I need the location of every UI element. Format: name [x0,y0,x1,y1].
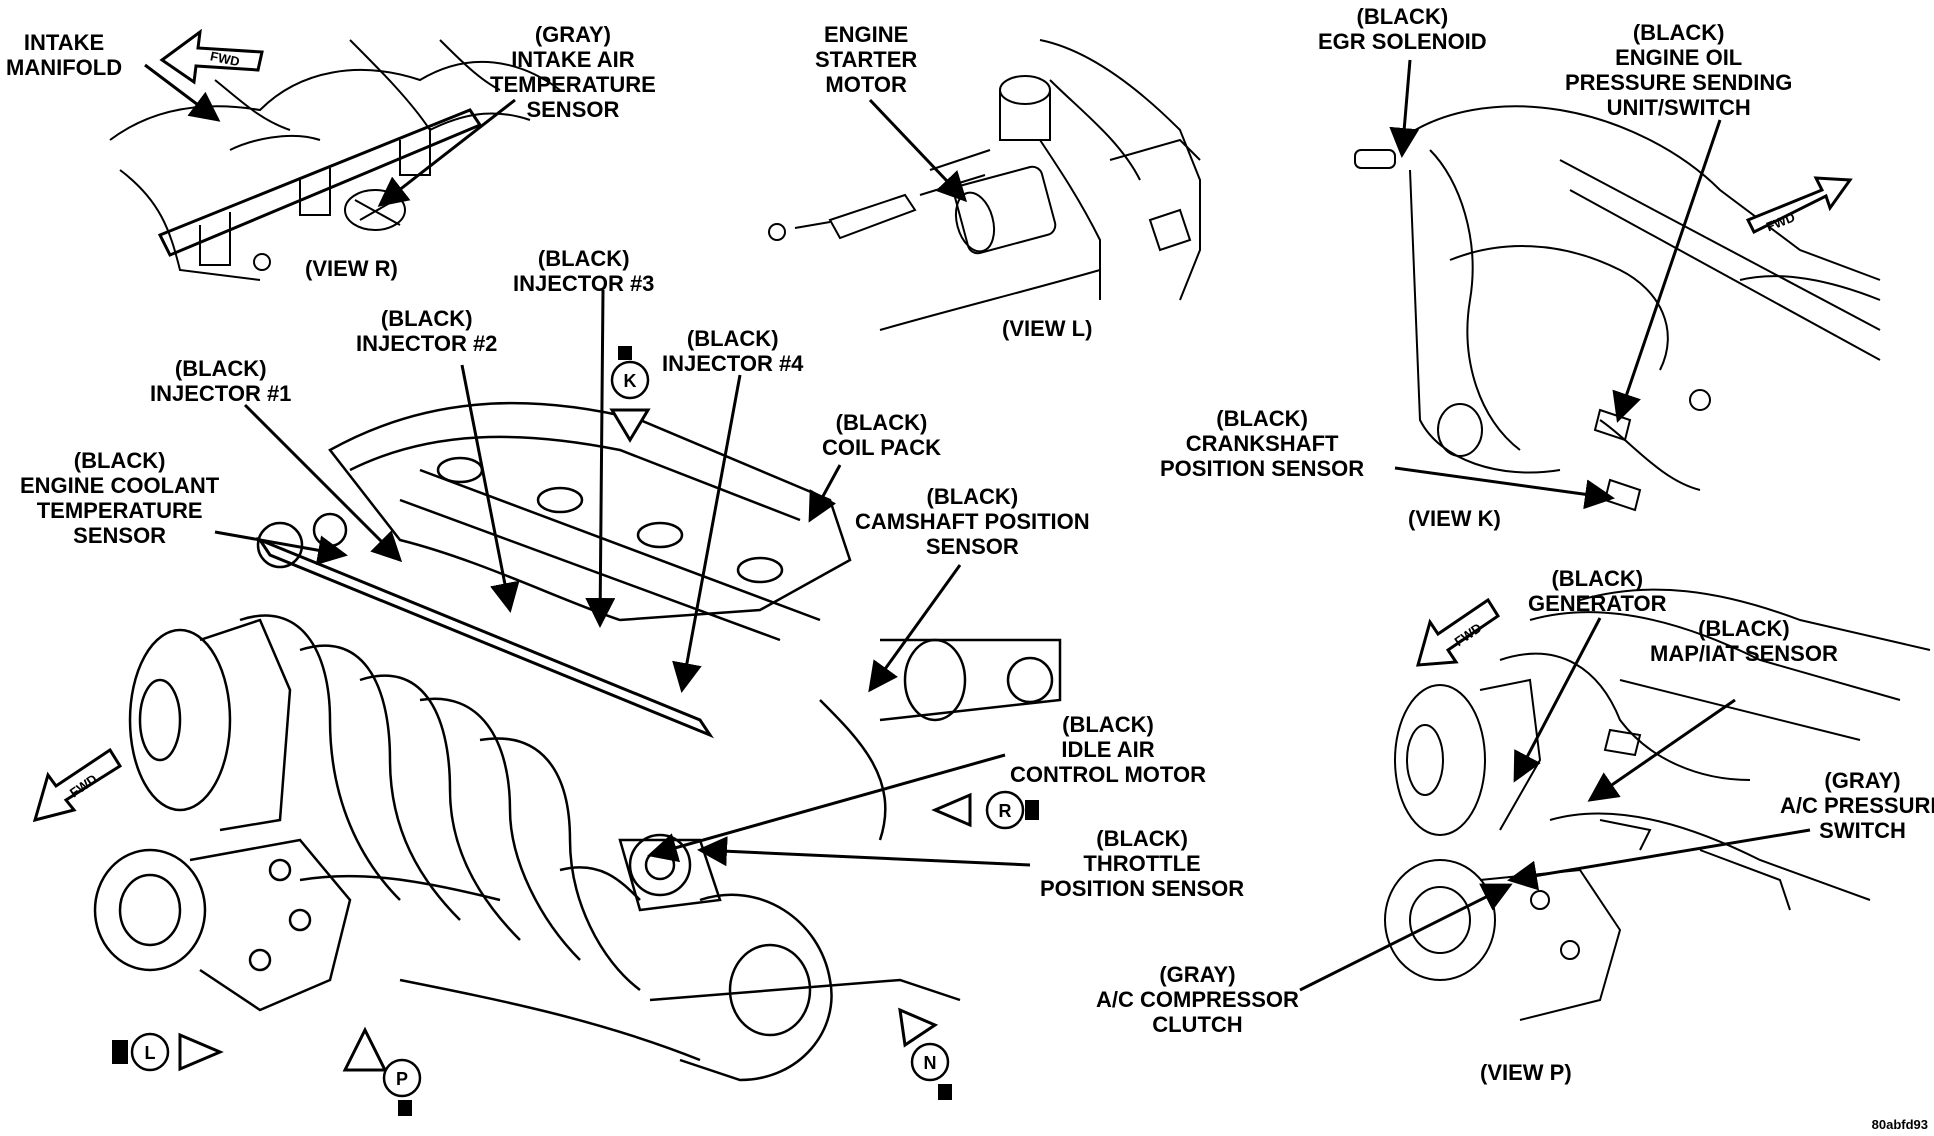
label-camshaft: (BLACK) CAMSHAFT POSITION SENSOR [855,484,1090,559]
figure-code: 80abfd93 [1871,1117,1928,1132]
leader-generator [1513,617,1602,783]
leader-coil [808,464,842,523]
label-egr: (BLACK) EGR SOLENOID [1318,4,1487,54]
label-tps: (BLACK) THROTTLE POSITION SENSOR [1040,826,1245,901]
leader-lines [144,59,1811,992]
fwd-text: FWD [209,48,241,69]
label-oil-pressure: (BLACK) ENGINE OIL PRESSURE SENDING UNIT… [1565,20,1793,120]
leader-crankshaft [1394,466,1615,510]
view-p-caption: (VIEW P) [1480,1060,1572,1085]
label-injector4: (BLACK) INJECTOR #4 [662,326,804,376]
view-k-caption: (VIEW K) [1408,506,1501,531]
svg-text:N: N [924,1053,937,1073]
label-map-iat: (BLACK) MAP/IAT SENSOR [1650,616,1838,666]
leader-egr [1389,59,1420,158]
leader-iat-sensor [377,98,516,207]
leader-injector4 [672,374,742,693]
leader-injector1 [243,403,403,563]
view-l-caption: (VIEW L) [1002,316,1093,341]
leader-tps [697,836,1031,867]
label-starter: ENGINE STARTER MOTOR [815,22,918,97]
leader-starter [868,98,968,203]
leader-ac-clutch [1299,883,1513,992]
label-generator: (BLACK) GENERATOR [1528,566,1667,616]
label-intake-manifold: INTAKE MANIFOLD [6,30,123,80]
marker-k: K [609,346,651,443]
svg-text:R: R [999,801,1012,821]
view-p-fwd-arrow: FWD [1415,597,1501,667]
label-coil: (BLACK) COIL PACK [822,410,941,460]
view-r-caption: (VIEW R) [305,256,398,281]
leader-intake-manifold [144,63,221,122]
label-ac-switch: (GRAY) A/C PRESSURE SWITCH [1780,768,1934,843]
main-fwd-arrow: FWD [32,747,123,823]
view-l-illustration [768,39,1201,331]
label-injector2: (BLACK) INJECTOR #2 [356,306,498,356]
label-injector3: (BLACK) INJECTOR #3 [513,246,655,296]
marker-l: L [112,1032,224,1072]
marker-p: P [342,1026,422,1116]
view-k-fwd-arrow: FWD [1745,176,1853,234]
svg-text:L: L [145,1043,156,1063]
view-r-fwd-arrow: FWD [159,28,264,85]
label-iat-sensor: (GRAY) INTAKE AIR TEMPERATURE SENSOR [490,22,656,122]
label-injector1: (BLACK) INJECTOR #1 [150,356,292,406]
label-crankshaft: (BLACK) CRANKSHAFT POSITION SENSOR [1160,406,1365,481]
leader-injector2 [460,364,520,613]
leader-camshaft [868,564,962,693]
main-engine-illustration [93,401,1062,1082]
marker-r: R [931,790,1039,830]
marker-n: N [898,1007,952,1100]
svg-text:K: K [624,371,637,391]
view-r-illustration [109,39,561,281]
label-coolant: (BLACK) ENGINE COOLANT TEMPERATURE SENSO… [20,448,220,548]
leader-coolant [214,530,348,566]
leader-map-iat [1587,698,1736,802]
label-ac-clutch: (GRAY) A/C COMPRESSOR CLUTCH [1096,962,1299,1037]
svg-text:P: P [396,1069,408,1089]
leader-injector3 [585,289,616,628]
view-k-illustration [1354,105,1881,512]
view-p-illustration [1384,588,1931,1021]
leader-ac-switch [1507,828,1811,891]
leader-oil-pressure [1612,119,1722,423]
label-iac: (BLACK) IDLE AIR CONTROL MOTOR [1010,712,1206,787]
